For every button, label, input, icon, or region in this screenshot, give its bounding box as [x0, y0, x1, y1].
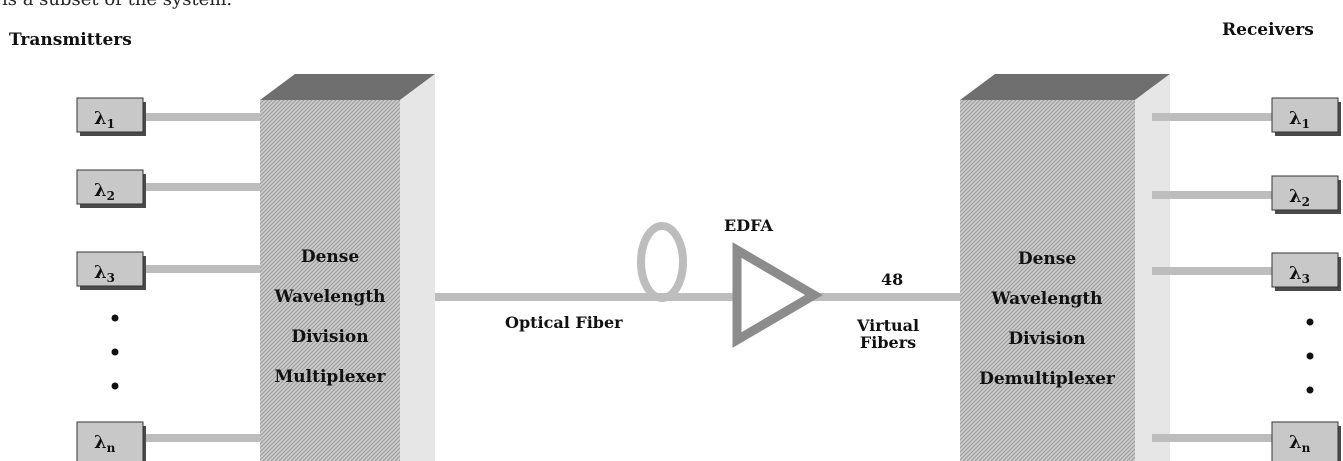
virtual-label-line: Virtual [857, 316, 920, 335]
ellipsis-dot [111, 314, 119, 322]
edfa-amplifier [732, 242, 823, 348]
svg-text:λn: λn [1289, 432, 1311, 455]
multiplexer-block [260, 74, 435, 461]
demux-label-line: Division [1008, 329, 1085, 349]
demux-label-line: Dense [1018, 249, 1076, 269]
virtual-fiber-count: 48 [881, 270, 904, 289]
ellipsis-dot [111, 348, 119, 356]
transmitters-label: Transmitters [9, 30, 132, 50]
ellipsis-dot [1306, 386, 1314, 394]
svg-text:λ1: λ1 [1289, 108, 1310, 131]
fiber-loop [637, 222, 687, 302]
transmitter-links [145, 113, 260, 442]
virtual-label-line: Fibers [859, 332, 917, 352]
transmitter-box: λ1 [76, 97, 146, 136]
virtual-fibers-label: Virtual Fibers [857, 316, 920, 352]
mux-label-line: Division [291, 327, 368, 347]
receiver-box: λn [1271, 421, 1341, 461]
transmitter-box: λ2 [76, 169, 146, 208]
receiver-box: λ2 [1271, 175, 1341, 214]
ellipsis-dot [1306, 318, 1314, 326]
svg-text:λ1: λ1 [94, 108, 115, 131]
demux-label-line: Wavelength [990, 289, 1102, 309]
svg-text:λ2: λ2 [1289, 186, 1310, 209]
svg-text:λ2: λ2 [94, 180, 115, 203]
svg-text:λ3: λ3 [1289, 263, 1310, 286]
mux-label-line: Multiplexer [274, 367, 386, 387]
mux-label-line: Dense [301, 247, 359, 267]
mux-label-line: Wavelength [273, 287, 385, 307]
header-cut-text: is a subset of the system. [2, 0, 232, 10]
receiver-box: λ1 [1271, 97, 1341, 136]
optical-fiber-line [435, 293, 960, 301]
ellipsis-dot [1306, 352, 1314, 360]
transmitter-box: λ3 [76, 251, 146, 290]
transmitter-box: λn [76, 421, 146, 461]
optical-fiber-label: Optical Fiber [505, 313, 623, 332]
demultiplexer-block [960, 74, 1170, 461]
svg-text:λn: λn [94, 432, 116, 455]
svg-text:λ3: λ3 [94, 262, 115, 285]
receiver-links [1152, 113, 1272, 442]
edfa-label: EDFA [724, 216, 773, 235]
receiver-box: λ3 [1271, 252, 1341, 291]
ellipsis-dot [111, 382, 119, 390]
demux-label-line: Demultiplexer [979, 369, 1116, 389]
receivers-label: Receivers [1222, 20, 1314, 40]
